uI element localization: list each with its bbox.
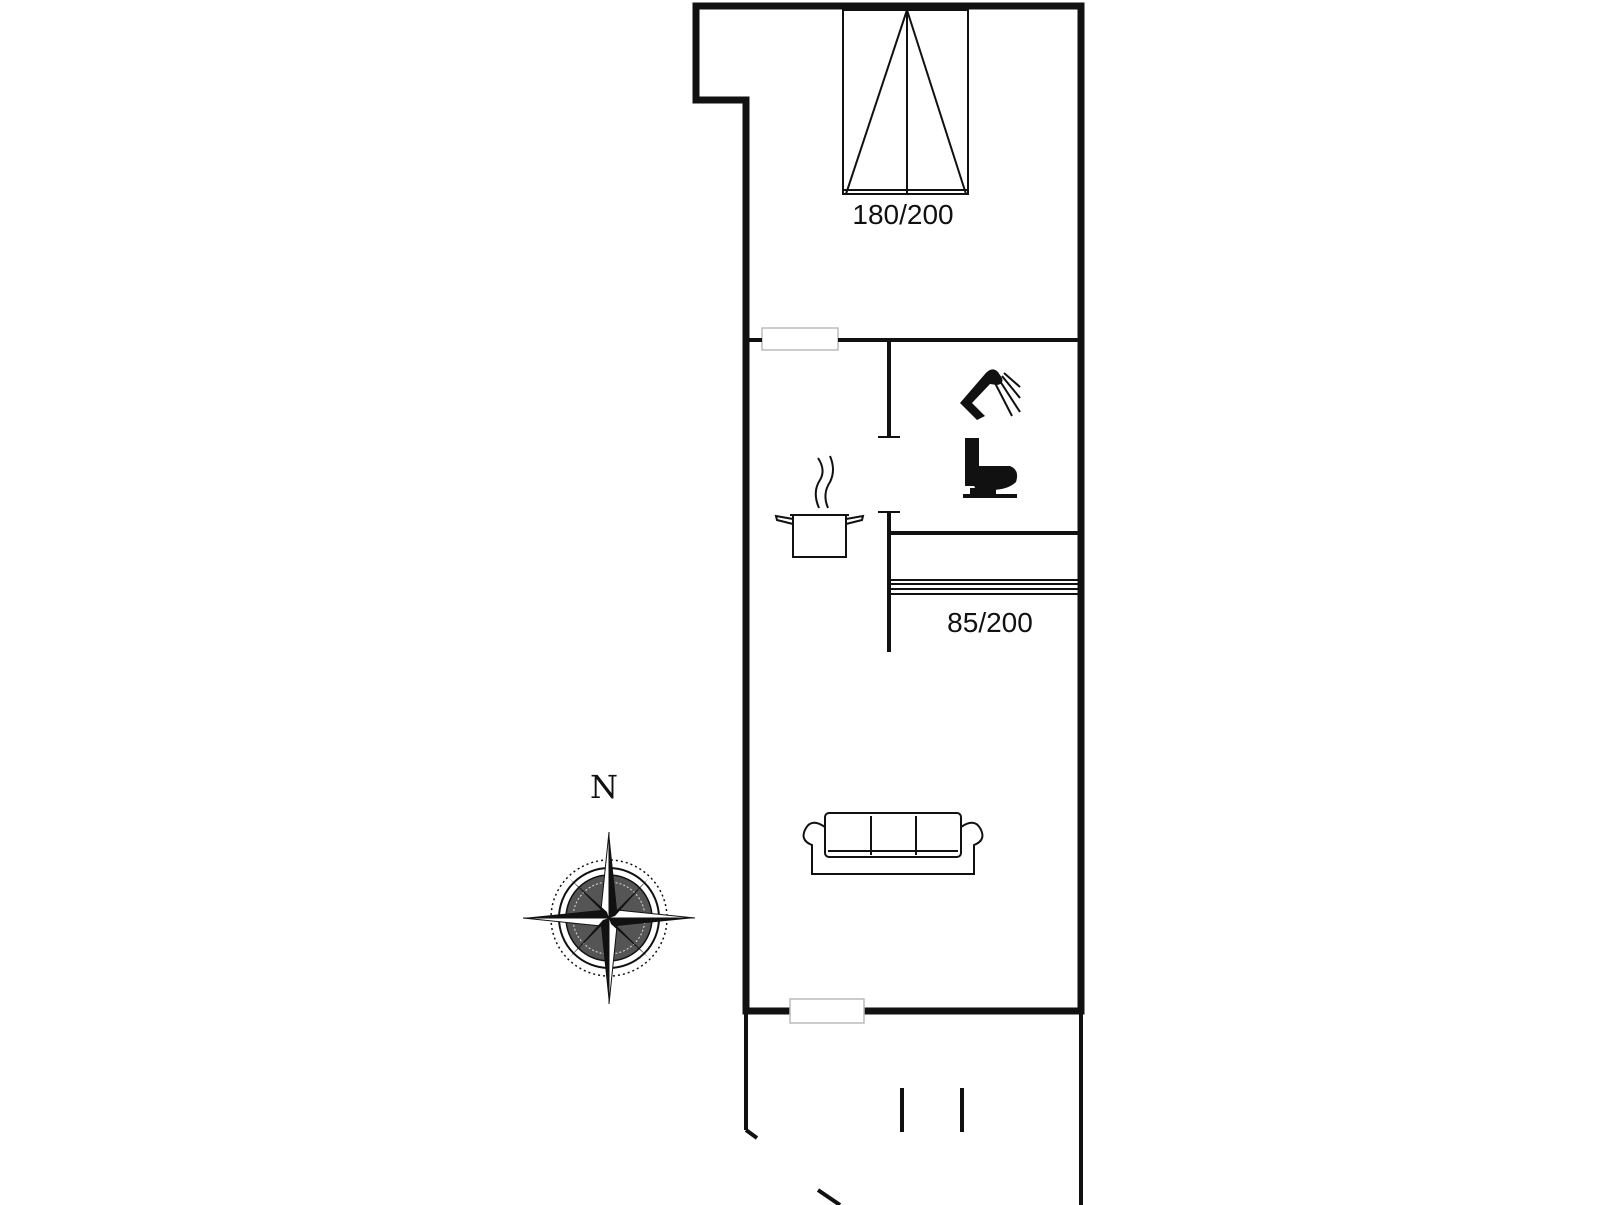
terrace [744, 1013, 1083, 1205]
toilet-icon [963, 438, 1018, 498]
north-label: N [590, 768, 618, 806]
compass-rose-icon [522, 831, 696, 1005]
door-bedroom [761, 327, 839, 351]
cooking-pot-icon [774, 455, 865, 558]
shower-icon [960, 369, 1021, 420]
sofa-icon [802, 812, 984, 875]
bed-single-icon [889, 579, 1081, 595]
bed-double-icon [842, 9, 969, 195]
outer-walls [692, 2, 1085, 1015]
door-openings [761, 327, 865, 1024]
door-entrance [789, 998, 865, 1024]
bed-double-size-label: 180/200 [852, 199, 953, 230]
bed-single-size-label: 85/200 [947, 607, 1033, 638]
interior-walls [746, 338, 1081, 652]
